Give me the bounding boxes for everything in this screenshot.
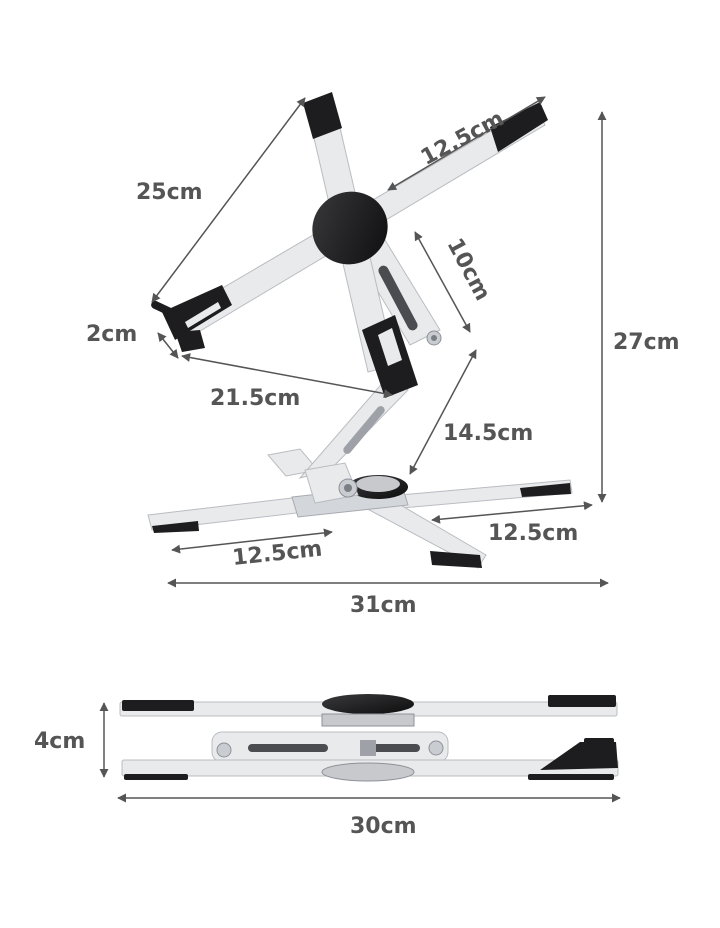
dim-label-30cm: 30cm (350, 814, 417, 839)
folded-dimension-lines (99, 702, 621, 803)
dim-label-25cm: 25cm (136, 180, 203, 205)
dim-label-4cm: 4cm (34, 729, 85, 754)
unfolded-dimension-lines (151, 96, 609, 588)
base-legs (147, 448, 573, 569)
dim-label-2cm: 2cm (86, 322, 137, 347)
dim-label-21-5cm: 21.5cm (210, 386, 300, 411)
dim-label-12-5cm-right: 12.5cm (488, 521, 578, 546)
lower-support-arm (298, 371, 409, 504)
dim-label-14-5cm: 14.5cm (443, 421, 533, 446)
folded-dimension-labels: 4cm 30cm (34, 729, 417, 839)
folded-stand-illustration (119, 694, 619, 782)
dim-label-31cm: 31cm (350, 593, 417, 618)
dim-label-27cm: 27cm (613, 330, 680, 355)
unfolded-stand-illustration (147, 92, 573, 569)
